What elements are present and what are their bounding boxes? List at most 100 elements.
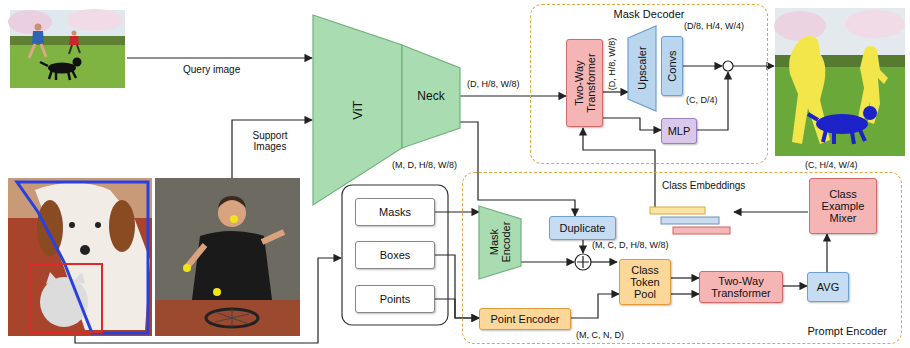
connector xyxy=(783,285,807,286)
node-label: Mask Decoder xyxy=(531,8,767,20)
mlp-box: MLP xyxy=(661,118,697,144)
sum-junction-part xyxy=(577,256,589,268)
node-label: Two-Way Transformer xyxy=(572,43,596,123)
support-photo-dog-part xyxy=(17,182,148,333)
query-photo-part xyxy=(32,31,44,44)
query-photo-part xyxy=(67,9,123,31)
class-embedding-bars-part xyxy=(661,217,719,224)
mask-encoder-block: Mask Encoder xyxy=(479,206,521,279)
prompt-type-box: Boxes xyxy=(355,241,435,269)
query-photo-part xyxy=(35,24,42,31)
connector xyxy=(460,122,575,216)
node-label: Neck xyxy=(406,90,456,103)
node-label: Duplicate xyxy=(552,222,613,234)
node-label: Point Encoder xyxy=(482,313,568,325)
connector xyxy=(826,234,827,272)
query-photo-part xyxy=(69,45,80,54)
wire-part xyxy=(127,57,312,58)
class-embedding-bars-part xyxy=(673,227,730,234)
connector xyxy=(435,255,479,318)
tensor-shape-label: (M, C, N, D) xyxy=(576,331,624,341)
output-segmentation-part xyxy=(774,11,826,41)
upscaler-block-outline xyxy=(628,26,656,111)
wire-part xyxy=(232,120,312,178)
query-photo-part xyxy=(10,36,125,45)
output-segmentation-part xyxy=(775,8,905,156)
support-photo-dog-part xyxy=(69,222,75,228)
point-encoder-box: Point Encoder xyxy=(479,308,571,330)
wire-part xyxy=(591,261,617,262)
support-photo-dog-part xyxy=(109,200,135,252)
tensor-shape-label: (C, D/4) xyxy=(686,96,718,106)
tensor-shape-label: (D, H/8, W/8) xyxy=(608,38,618,91)
support-photo-dog-part xyxy=(37,200,63,256)
convs-box: Convs xyxy=(661,36,683,96)
support-photo-dog xyxy=(8,178,152,336)
support-photo-boy-part xyxy=(215,309,249,327)
node-label: Boxes xyxy=(360,249,430,261)
prompt-type-box: Points xyxy=(355,285,435,313)
vit-encoder: ViT xyxy=(313,15,402,205)
output-segmentation-part xyxy=(863,106,877,120)
support-photo-boy-part xyxy=(230,215,238,223)
wire-part xyxy=(520,261,574,262)
node-label: AVG xyxy=(810,281,846,293)
connector xyxy=(435,211,479,212)
support-photo-boy-part xyxy=(206,309,258,327)
prompt-type-box: Masks xyxy=(355,198,435,226)
upscaler-block: Upscaler xyxy=(628,26,656,111)
support-photo-boy-part xyxy=(155,178,300,336)
neck-block-outline xyxy=(402,45,460,148)
query-photo-part xyxy=(72,31,77,36)
node-label: Upscaler xyxy=(636,39,648,99)
prompt-encoder-region: Prompt EncoderMask EncoderDuplicateClass… xyxy=(462,172,902,344)
connector xyxy=(460,95,566,96)
support-photo-dog-part xyxy=(80,245,90,255)
node-label: Mask Encoder xyxy=(488,218,512,268)
support-photo-boy-part xyxy=(155,300,300,336)
duplicate-box: Duplicate xyxy=(549,216,616,240)
class-embedding-bars xyxy=(650,207,730,234)
support-photo-dog-part xyxy=(95,222,101,228)
output-segmentation-part xyxy=(808,114,865,144)
wire-part xyxy=(734,211,808,212)
sum-junction-part xyxy=(575,254,591,270)
support-photo-boy-part xyxy=(213,288,221,296)
node-label: Points xyxy=(360,293,430,305)
support-photo-dog-part xyxy=(30,264,102,332)
transformer-box: Two-Way Transformer xyxy=(699,271,783,303)
output-segmentation-part xyxy=(858,46,888,124)
node-label: Class Example Mixer xyxy=(812,188,874,224)
node-label: Class Token Pool xyxy=(622,264,668,300)
support-photo-boy-part xyxy=(192,231,272,300)
support-photo-boy xyxy=(155,178,300,336)
node-label: Two-Way Transformer xyxy=(702,275,780,299)
connector xyxy=(671,293,699,294)
neck-block: Neck xyxy=(402,45,460,148)
sum-junction xyxy=(575,254,591,270)
output-segmentation-part xyxy=(845,10,905,38)
avg-box: AVG xyxy=(807,272,849,302)
wire-part xyxy=(682,65,722,66)
wire-part xyxy=(582,239,583,253)
tensor-shape-label: (M, D, H/8, W/8) xyxy=(392,161,457,171)
product-junction xyxy=(723,61,733,71)
wire-part xyxy=(75,258,341,343)
output-segmentation xyxy=(774,8,905,156)
query-photo-part xyxy=(8,10,52,34)
support-photo-dog-part xyxy=(46,272,85,284)
mixer-box: Class Example Mixer xyxy=(809,178,877,234)
support-photo-boy-part xyxy=(218,196,246,208)
node-label: Prompt Encoder xyxy=(808,325,887,337)
vit-encoder-outline xyxy=(313,15,402,205)
class-embedding-bars-part xyxy=(650,207,705,214)
connector xyxy=(603,118,661,130)
support-photo-dog-part xyxy=(35,183,150,331)
tensor-shape-label: (M, C, D, H/8, W/8) xyxy=(592,241,669,251)
support-photo-boy-part xyxy=(187,232,284,267)
query-photo-part xyxy=(73,58,82,67)
query-photo-part xyxy=(40,62,76,80)
query-photo-part xyxy=(29,44,46,58)
transformer-box: Two-Way Transformer xyxy=(566,39,603,127)
node-label: Masks xyxy=(360,206,430,218)
